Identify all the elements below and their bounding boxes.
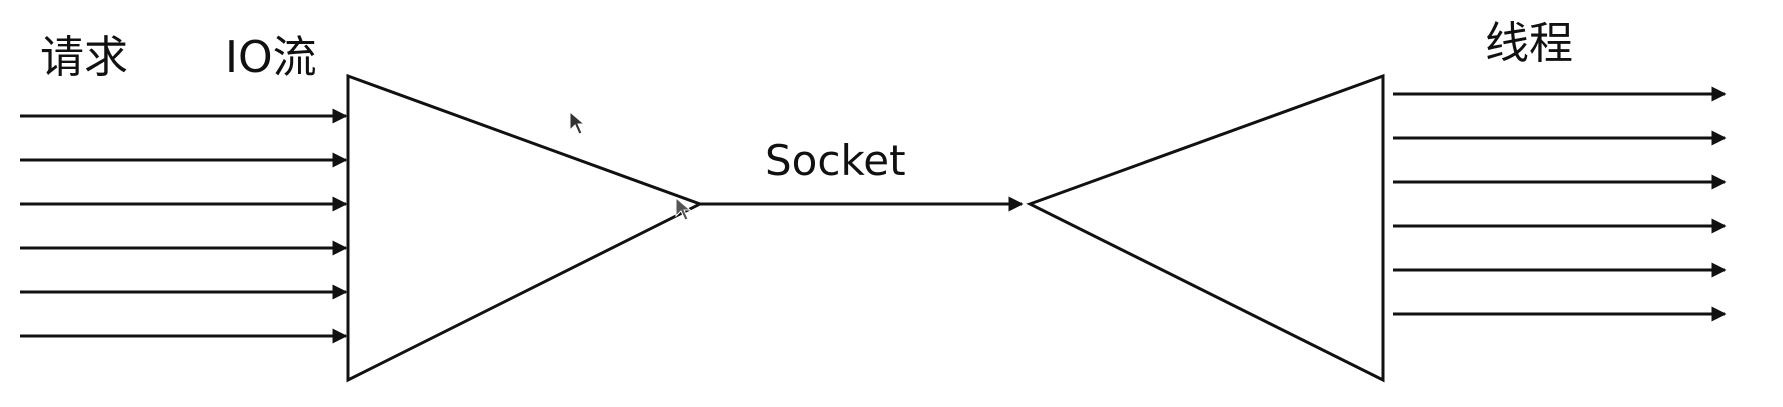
requests-label: 请求: [40, 32, 128, 83]
mouse-pointer-icon: [675, 196, 692, 221]
socket-label: Socket: [765, 136, 906, 185]
io-stream-label: IO流: [225, 32, 317, 83]
right-funnel-triangle: [1026, 73, 1385, 383]
threads-label: 线程: [1485, 18, 1573, 69]
left-funnel-triangle: [346, 73, 704, 383]
mouse-pointer-icon: [569, 110, 586, 135]
outgoing-thread-arrows: [1393, 86, 1727, 322]
incoming-request-arrows: [20, 108, 348, 344]
